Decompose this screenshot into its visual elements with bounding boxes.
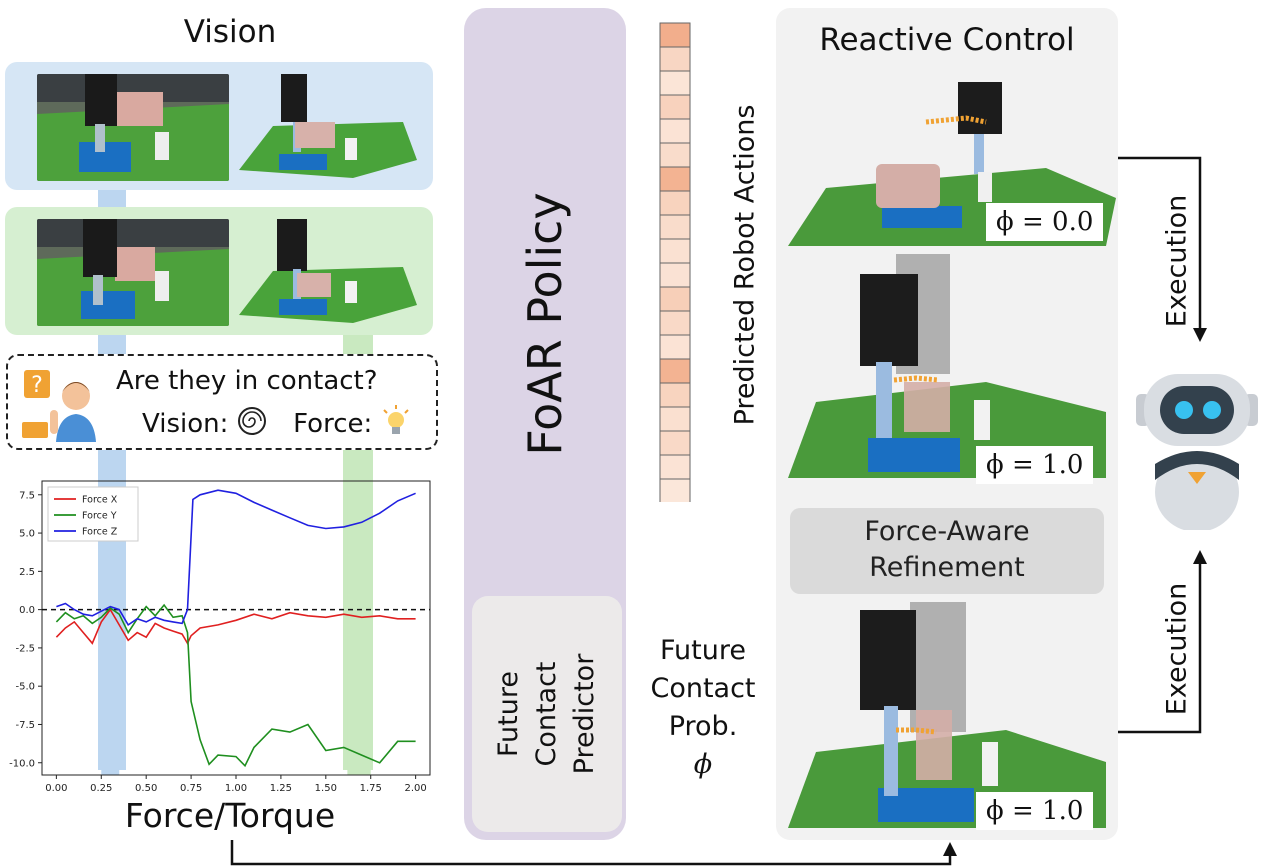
action-cell <box>659 334 691 360</box>
action-cell <box>659 46 691 72</box>
camera-image-1 <box>37 74 229 181</box>
action-cell <box>659 286 691 312</box>
action-sequence <box>659 22 691 502</box>
y-tick-label: -5.0 <box>15 682 35 693</box>
action-cell <box>659 166 691 192</box>
confused-icon <box>237 406 267 443</box>
series-line-force-y <box>55 603 416 768</box>
x-tick-label: 1.00 <box>225 783 247 794</box>
execution-label-bottom: Execution <box>1161 582 1193 716</box>
question-person-icon: ? <box>18 366 108 446</box>
action-cell <box>659 118 691 144</box>
chart-legend <box>47 486 139 542</box>
vision-frame-1 <box>5 62 433 190</box>
vision-answer-label: Vision: <box>142 409 229 439</box>
x-tick-label: 0.50 <box>135 783 157 794</box>
series-line-force-z <box>56 489 416 627</box>
execution-label-top: Execution <box>1161 194 1193 328</box>
y-tick-label: -10.0 <box>9 758 35 769</box>
action-cell <box>659 94 691 120</box>
phi-value-1: ϕ = 0.0 <box>986 203 1104 241</box>
x-tick-label: 0.25 <box>90 783 112 794</box>
force-torque-chart: 0.00 0.25 0.50 0.75 1.00 1.25 1.50 1.75 2.00 7.5 5… <box>9 480 431 794</box>
action-cell <box>659 70 691 96</box>
y-tick-label: 2.5 <box>19 567 35 578</box>
x-tick-label: 0.00 <box>45 783 67 794</box>
contact-question: Are they in contact? <box>116 366 378 396</box>
x-tick-label: 2.00 <box>404 783 426 794</box>
legend-label: Force Z <box>82 527 118 538</box>
point-cloud-1 <box>233 74 423 181</box>
action-cell <box>659 190 691 216</box>
x-tick-label: 1.50 <box>315 783 337 794</box>
x-tick-label: 0.75 <box>180 783 202 794</box>
action-cell <box>659 214 691 240</box>
force-chart-title: Force/Torque <box>124 796 336 835</box>
phi-value-2: ϕ = 1.0 <box>976 446 1094 484</box>
vision-frame-2 <box>5 207 433 335</box>
vision-title: Vision <box>183 14 277 50</box>
contact-prob-label: Future Contact Prob. ϕ <box>650 635 756 780</box>
legend-label: Force Y <box>82 511 117 522</box>
svg-text:?: ? <box>31 373 43 398</box>
y-tick-label: 5.0 <box>19 529 35 540</box>
y-tick-label: -7.5 <box>15 720 35 731</box>
x-tick-label: 1.75 <box>360 783 382 794</box>
y-tick-label: -2.5 <box>15 643 35 654</box>
series-line-force-x <box>55 608 416 646</box>
point-cloud-2 <box>233 219 423 326</box>
camera-image-2 <box>37 219 229 326</box>
action-cell <box>659 262 691 288</box>
action-cell <box>659 430 691 456</box>
y-tick-label: 7.5 <box>19 490 35 501</box>
force-aware-refinement: Force-Aware Refinement <box>790 508 1104 594</box>
contact-question-box: ? Are they in contact? Vision: Force: <box>6 354 438 450</box>
action-cell <box>659 478 691 502</box>
contact-predictor-box: Future Contact Predictor <box>472 596 622 832</box>
robot-icon <box>1136 374 1258 530</box>
reactive-control-title: Reactive Control <box>819 22 1075 58</box>
lightbulb-icon <box>381 404 411 445</box>
action-cell <box>659 142 691 168</box>
legend-label: Force X <box>82 495 118 506</box>
x-tick-label: 1.25 <box>270 783 292 794</box>
action-cell <box>659 454 691 480</box>
action-cell <box>659 358 691 384</box>
phi-value-3: ϕ = 1.0 <box>976 792 1094 830</box>
chart-highlight-band <box>101 481 120 775</box>
action-cell <box>659 310 691 336</box>
y-tick-label: 0.0 <box>19 605 35 616</box>
force-answer-label: Force: <box>293 409 373 439</box>
chart-highlight-band <box>347 481 371 775</box>
